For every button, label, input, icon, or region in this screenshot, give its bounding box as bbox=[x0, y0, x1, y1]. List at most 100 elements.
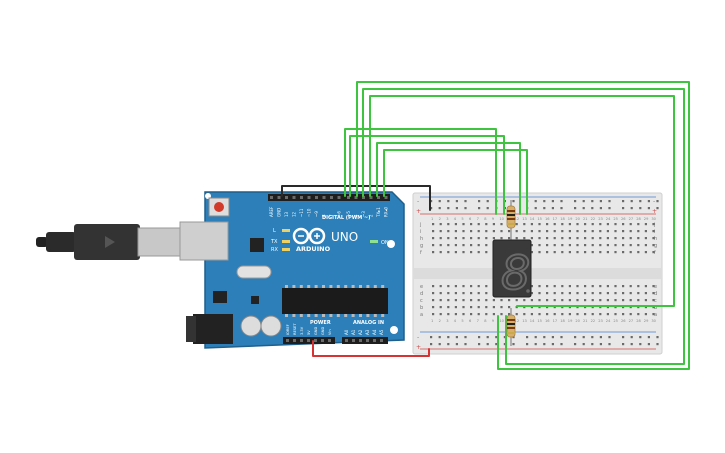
breadboard-hole[interactable] bbox=[432, 244, 435, 247]
breadboard-hole[interactable] bbox=[438, 336, 441, 339]
breadboard-hole[interactable] bbox=[629, 251, 632, 254]
breadboard-hole[interactable] bbox=[560, 336, 563, 339]
breadboard-hole[interactable] bbox=[543, 200, 546, 203]
breadboard-hole[interactable] bbox=[530, 237, 533, 240]
breadboard-hole[interactable] bbox=[534, 343, 537, 346]
breadboard-hole[interactable] bbox=[477, 285, 480, 288]
breadboard-hole[interactable] bbox=[629, 292, 632, 295]
breadboard-hole[interactable] bbox=[644, 299, 647, 302]
breadboard-hole[interactable] bbox=[568, 313, 571, 316]
breadboard-hole[interactable] bbox=[561, 299, 564, 302]
pin-hole[interactable] bbox=[293, 339, 296, 342]
breadboard-hole[interactable] bbox=[438, 200, 441, 203]
pin-hole[interactable] bbox=[354, 196, 358, 199]
breadboard-hole[interactable] bbox=[526, 343, 529, 346]
breadboard-hole[interactable] bbox=[608, 343, 611, 346]
breadboard-hole[interactable] bbox=[614, 285, 617, 288]
breadboard-hole[interactable] bbox=[606, 292, 609, 295]
breadboard-hole[interactable] bbox=[464, 207, 467, 210]
breadboard-hole[interactable] bbox=[622, 207, 625, 210]
breadboard-hole[interactable] bbox=[614, 223, 617, 226]
breadboard-hole[interactable] bbox=[630, 343, 633, 346]
breadboard-hole[interactable] bbox=[485, 230, 488, 233]
breadboard-hole[interactable] bbox=[622, 299, 625, 302]
breadboard-hole[interactable] bbox=[546, 285, 549, 288]
pin-hole[interactable] bbox=[330, 196, 333, 199]
breadboard-hole[interactable] bbox=[515, 299, 518, 302]
breadboard-hole[interactable] bbox=[622, 244, 625, 247]
breadboard-hole[interactable] bbox=[614, 292, 617, 295]
breadboard-hole[interactable] bbox=[551, 336, 554, 339]
breadboard-hole[interactable] bbox=[454, 237, 457, 240]
breadboard-hole[interactable] bbox=[644, 306, 647, 309]
breadboard-hole[interactable] bbox=[530, 292, 533, 295]
breadboard-hole[interactable] bbox=[637, 244, 640, 247]
breadboard-hole[interactable] bbox=[447, 292, 450, 295]
breadboard-hole[interactable] bbox=[608, 336, 611, 339]
breadboard-hole[interactable] bbox=[543, 207, 546, 210]
breadboard-hole[interactable] bbox=[568, 230, 571, 233]
breadboard-hole[interactable] bbox=[576, 251, 579, 254]
breadboard-hole[interactable] bbox=[546, 237, 549, 240]
breadboard-hole[interactable] bbox=[622, 313, 625, 316]
pin-hole[interactable] bbox=[380, 339, 383, 342]
breadboard-hole[interactable] bbox=[477, 244, 480, 247]
breadboard-hole[interactable] bbox=[470, 292, 473, 295]
wires[interactable] bbox=[281, 81, 690, 370]
breadboard-hole[interactable] bbox=[561, 244, 564, 247]
breadboard-hole[interactable] bbox=[637, 237, 640, 240]
breadboard-hole[interactable] bbox=[652, 292, 655, 295]
breadboard-hole[interactable] bbox=[622, 336, 625, 339]
breadboard-hole[interactable] bbox=[495, 336, 498, 339]
usb-cable[interactable] bbox=[36, 224, 181, 260]
breadboard-hole[interactable] bbox=[568, 237, 571, 240]
breadboard-hole[interactable] bbox=[647, 207, 650, 210]
breadboard-hole[interactable] bbox=[599, 251, 602, 254]
breadboard-hole[interactable] bbox=[538, 223, 541, 226]
breadboard-hole[interactable] bbox=[582, 207, 585, 210]
breadboard-hole[interactable] bbox=[454, 292, 457, 295]
breadboard-hole[interactable] bbox=[652, 223, 655, 226]
breadboard-hole[interactable] bbox=[599, 230, 602, 233]
breadboard-hole[interactable] bbox=[447, 223, 450, 226]
breadboard-hole[interactable] bbox=[561, 306, 564, 309]
breadboard-hole[interactable] bbox=[582, 336, 585, 339]
breadboard-hole[interactable] bbox=[455, 336, 458, 339]
breadboard-hole[interactable] bbox=[629, 313, 632, 316]
breadboard-hole[interactable] bbox=[464, 200, 467, 203]
breadboard-hole[interactable] bbox=[534, 336, 537, 339]
breadboard-hole[interactable] bbox=[629, 223, 632, 226]
pin-hole[interactable] bbox=[384, 196, 388, 199]
pin-hole[interactable] bbox=[377, 196, 380, 199]
breadboard-hole[interactable] bbox=[656, 336, 659, 339]
breadboard-hole[interactable] bbox=[647, 336, 650, 339]
breadboard-hole[interactable] bbox=[614, 299, 617, 302]
breadboard-hole[interactable] bbox=[553, 299, 556, 302]
breadboard-hole[interactable] bbox=[584, 285, 587, 288]
breadboard-hole[interactable] bbox=[652, 285, 655, 288]
breadboard-hole[interactable] bbox=[543, 336, 546, 339]
breadboard-hole[interactable] bbox=[576, 292, 579, 295]
breadboard-hole[interactable] bbox=[561, 285, 564, 288]
breadboard-hole[interactable] bbox=[606, 313, 609, 316]
breadboard-hole[interactable] bbox=[584, 237, 587, 240]
breadboard-hole[interactable] bbox=[591, 251, 594, 254]
breadboard-hole[interactable] bbox=[462, 299, 465, 302]
breadboard-hole[interactable] bbox=[464, 336, 467, 339]
breadboard-hole[interactable] bbox=[464, 343, 467, 346]
breadboard-hole[interactable] bbox=[553, 285, 556, 288]
breadboard-hole[interactable] bbox=[447, 251, 450, 254]
breadboard-hole[interactable] bbox=[538, 237, 541, 240]
breadboard-hole[interactable] bbox=[622, 237, 625, 240]
breadboard-hole[interactable] bbox=[576, 244, 579, 247]
breadboard-hole[interactable] bbox=[576, 313, 579, 316]
breadboard-hole[interactable] bbox=[462, 313, 465, 316]
breadboard-hole[interactable] bbox=[438, 343, 441, 346]
breadboard-hole[interactable] bbox=[584, 251, 587, 254]
breadboard-hole[interactable] bbox=[447, 336, 450, 339]
breadboard-hole[interactable] bbox=[515, 223, 518, 226]
breadboard-hole[interactable] bbox=[591, 306, 594, 309]
breadboard-hole[interactable] bbox=[477, 306, 480, 309]
breadboard-hole[interactable] bbox=[568, 292, 571, 295]
breadboard-hole[interactable] bbox=[515, 230, 518, 233]
